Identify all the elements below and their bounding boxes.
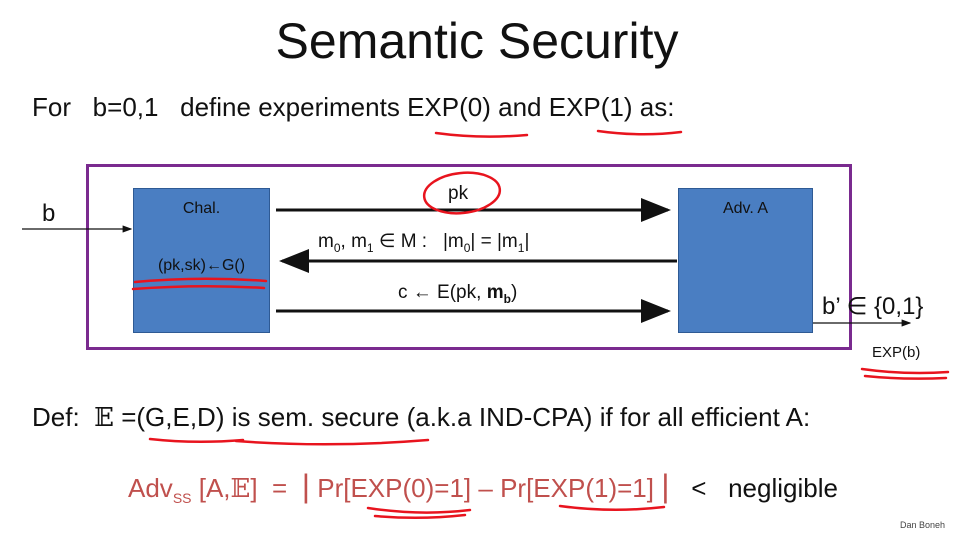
tuple-underline: [148, 437, 245, 444]
msg-ciphertext: c ← E(pk, mb): [398, 282, 518, 306]
pk-circle-annotation: [422, 171, 502, 215]
intro-suffix: as:: [639, 92, 675, 122]
intro-prefix: For: [32, 92, 71, 122]
slide-title: Semantic Security: [275, 13, 679, 69]
advantage-formula: AdvSS [A,𝔼] = | Pr[EXP(0)=1] – Pr[EXP(1)…: [128, 468, 838, 507]
scheme-symbol: 𝔼: [94, 403, 114, 433]
definition-line: Def: 𝔼 =(G,E,D) is sem. secure (a.k.a IN…: [32, 402, 811, 433]
msg-messages: m0, m1 ∈ M : |m0| = |m1|: [318, 231, 530, 255]
msg-pk: pk: [448, 183, 469, 204]
output-bprime: b’ ∈ {0,1}: [822, 293, 924, 320]
keygen-underline-2: [131, 284, 266, 291]
exp0-underline: [434, 131, 529, 138]
intro-line: For b=0,1 define experiments EXP(0) and …: [32, 92, 674, 123]
pr1-underline: [558, 504, 666, 512]
challenger-box: [133, 188, 270, 333]
intro-and: and: [498, 92, 542, 122]
challenger-keygen: (pk,sk)←G(): [157, 257, 246, 274]
pr0-underline-2: [373, 513, 467, 520]
adversary-box: [678, 188, 813, 333]
challenger-label: Chal.: [182, 200, 221, 217]
experiment-frame: [86, 164, 852, 350]
keygen-underline: [133, 277, 268, 284]
expb-underline-2: [863, 374, 948, 380]
intro-b-values: b=0,1: [92, 92, 159, 122]
exp1-underline: [596, 129, 683, 136]
author-credit: Dan Boneh: [900, 520, 946, 530]
exp-b-label: EXP(b): [872, 344, 921, 361]
exp1-label: EXP(1): [548, 92, 633, 122]
input-b-label: b: [42, 200, 56, 227]
adversary-label: Adv. A: [722, 200, 769, 217]
intro-text: define experiments: [180, 92, 400, 122]
pr0-underline: [366, 506, 472, 514]
exp0-label: EXP(0): [407, 92, 491, 122]
expb-underline: [860, 367, 950, 375]
secure-underline: [234, 438, 430, 446]
